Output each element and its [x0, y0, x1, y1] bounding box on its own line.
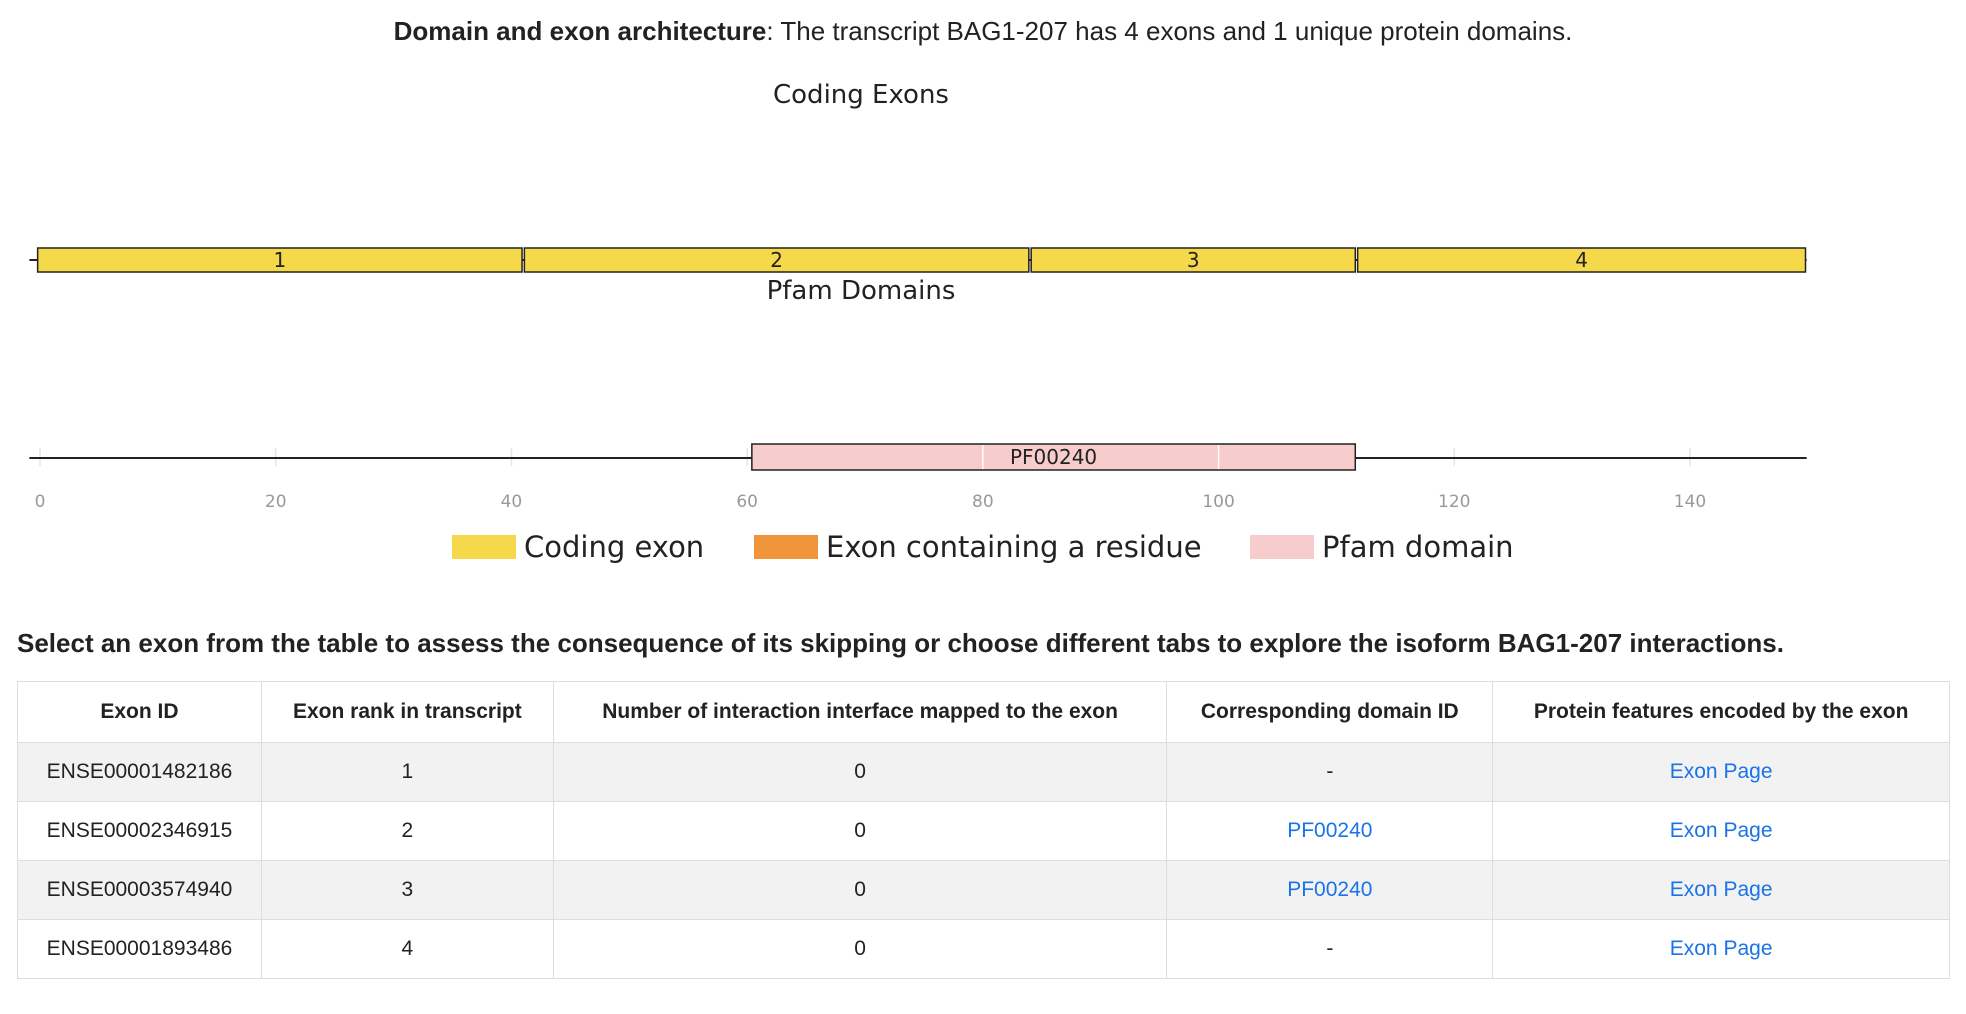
- exon-page-cell: Exon Page: [1492, 860, 1950, 920]
- coding-exons-title: Coding Exons: [773, 80, 949, 110]
- legend-swatch: [1250, 535, 1314, 559]
- exon-page-cell-link[interactable]: Exon Page: [1669, 819, 1773, 842]
- exon-page-cell: Exon Page: [1492, 742, 1950, 802]
- exon-page-cell-link[interactable]: Exon Page: [1669, 937, 1773, 960]
- exon-page-cell: Exon Page: [1492, 801, 1950, 861]
- interface-count-cell: 0: [552, 742, 1168, 802]
- domain-id-cell: -: [1166, 919, 1494, 979]
- exon-bar-2: [523, 247, 1030, 273]
- domain-id-cell: PF00240: [1166, 860, 1494, 920]
- legend-label: Coding exon: [524, 530, 704, 564]
- domain-id-cell: PF00240: [1166, 801, 1494, 861]
- domain-id-cell-link[interactable]: PF00240: [1287, 878, 1373, 901]
- exon-bar-3: [1030, 247, 1357, 273]
- header-protein-features: Protein features encoded by the exon: [1492, 681, 1950, 743]
- legend-label: Exon containing a residue: [826, 530, 1202, 564]
- legend-swatch: [754, 535, 818, 559]
- x-tick-label: 0: [35, 492, 46, 512]
- exon-rank-cell: 3: [260, 860, 554, 920]
- exon-bar-4: [1356, 247, 1807, 273]
- header-exon-rank: Exon rank in transcript: [260, 681, 554, 743]
- exon-table-instruction: Select an exon from the table to assess …: [17, 628, 1784, 658]
- exon-rank-cell: 2: [260, 801, 554, 861]
- exon-id-cell: ENSE00002346915: [17, 801, 262, 861]
- interface-count-cell: 0: [552, 801, 1168, 861]
- exon-bar-1: [36, 247, 523, 273]
- architecture-summary-text: : The transcript BAG1-207 has 4 exons an…: [766, 16, 1573, 46]
- exon-bar-label: 3: [1187, 248, 1200, 272]
- exon-table: Exon ID Exon rank in transcript Number o…: [17, 681, 1950, 979]
- legend-label: Pfam domain: [1322, 530, 1514, 564]
- x-tick-label: 80: [972, 492, 994, 512]
- exon-id-cell: ENSE00001482186: [17, 742, 262, 802]
- exon-table-header-row: Exon ID Exon rank in transcript Number o…: [17, 681, 1950, 743]
- x-tick-label: 120: [1438, 492, 1470, 512]
- interface-count-cell: 0: [552, 860, 1168, 920]
- header-domain-id: Corresponding domain ID: [1166, 681, 1494, 743]
- x-tick-label: 20: [265, 492, 287, 512]
- exon-page-cell-link[interactable]: Exon Page: [1669, 760, 1773, 783]
- x-tick-label: 100: [1202, 492, 1234, 512]
- exon-bar-label: 1: [273, 248, 286, 272]
- pfam-domain-bar: [751, 443, 1357, 471]
- x-tick-label: 40: [501, 492, 523, 512]
- exon-id-cell: ENSE00001893486: [17, 919, 262, 979]
- x-tick-label: 140: [1674, 492, 1706, 512]
- domain-id-cell: -: [1166, 742, 1494, 802]
- exon-id-cell: ENSE00003574940: [17, 860, 262, 920]
- legend-swatch: [452, 535, 516, 559]
- header-interface-count: Number of interaction interface mapped t…: [552, 681, 1168, 743]
- exon-bar-label: 2: [770, 248, 783, 272]
- header-exon-id: Exon ID: [17, 681, 262, 743]
- exon-page-cell-link[interactable]: Exon Page: [1669, 878, 1773, 901]
- domain-id-cell-link[interactable]: PF00240: [1287, 819, 1373, 842]
- interface-count-cell: 0: [552, 919, 1168, 979]
- pfam-domain-label: PF00240: [1010, 445, 1097, 469]
- exon-page-cell: Exon Page: [1492, 919, 1950, 979]
- exon-rank-cell: 4: [260, 919, 554, 979]
- architecture-summary-title: Domain and exon architecture: [393, 16, 767, 46]
- pfam-domains-title: Pfam Domains: [766, 276, 956, 306]
- x-tick-label: 60: [736, 492, 758, 512]
- exon-rank-cell: 1: [260, 742, 554, 802]
- exon-bar-label: 4: [1575, 248, 1588, 272]
- architecture-summary: Domain and exon architecture: The transc…: [0, 16, 1966, 47]
